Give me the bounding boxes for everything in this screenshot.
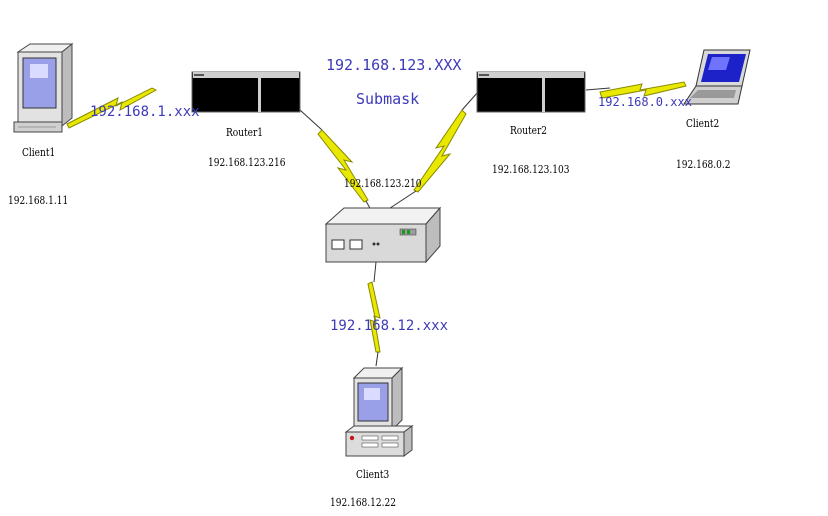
- client1-computer[interactable]: [14, 44, 72, 132]
- link-router2-hub: [384, 92, 478, 212]
- hub-ip: 192.168.123.210: [344, 177, 421, 190]
- client2-laptop[interactable]: [684, 50, 750, 104]
- client2-ip: 192.168.0.2: [676, 158, 731, 171]
- client3-ip: 192.168.12.22: [330, 496, 396, 509]
- client3-computer[interactable]: [346, 368, 412, 456]
- router2-ip: 192.168.123.103: [492, 163, 569, 176]
- center-network-label: 192.168.123.XXX: [326, 56, 461, 74]
- client2-network-label: 192.168.0.xxx: [598, 95, 692, 109]
- client1-ip: 192.168.1.11: [8, 194, 68, 207]
- hub-device[interactable]: [326, 208, 440, 262]
- client1-label: Client1: [22, 146, 55, 159]
- client2-label: Client2: [686, 117, 719, 130]
- router1-label: Router1: [226, 126, 263, 139]
- client3-label: Client3: [356, 468, 389, 481]
- router2-label: Router2: [510, 124, 547, 137]
- router1-device[interactable]: [192, 72, 300, 112]
- submask-label: Submask: [356, 90, 419, 108]
- router2-device[interactable]: [477, 72, 585, 112]
- link-hub-client3: [368, 262, 380, 366]
- client1-network-label: 192.168.1.xxx: [90, 104, 200, 120]
- router1-ip: 192.168.123.216: [208, 156, 285, 169]
- client3-network-label: 192.168.12.xxx: [330, 318, 448, 334]
- link-router1-hub: [300, 110, 372, 212]
